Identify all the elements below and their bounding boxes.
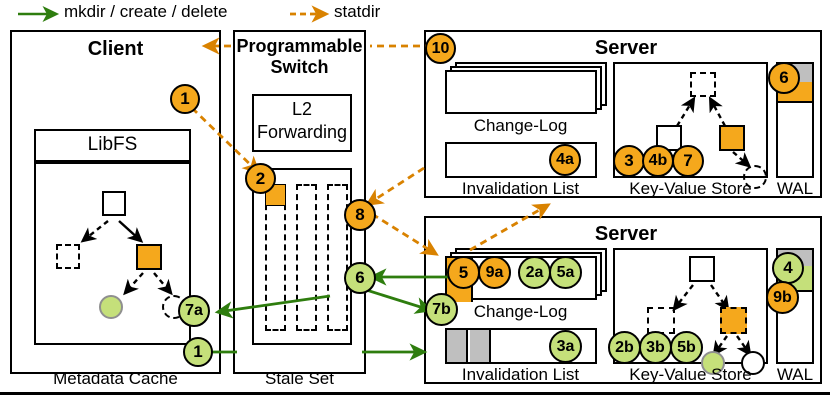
badge-bot-step-9b[interactable]: 9b [766, 281, 799, 314]
badge-bot-step-7b[interactable]: 7b [425, 293, 458, 326]
badge-top-step-3[interactable]: 3 [613, 145, 645, 177]
badge-label: 10 [431, 39, 450, 57]
badge-label: 1 [180, 89, 190, 108]
tree-node-green-circle [99, 295, 123, 319]
badge-label: 5b [677, 338, 696, 356]
bottom-divider [0, 392, 830, 395]
badge-label: 9b [773, 288, 792, 306]
badge-label: 3b [646, 338, 665, 356]
metadata-cache-label: Metadata Cache [53, 369, 178, 388]
client-panel[interactable]: Client LibFS Metadata Cache [10, 30, 221, 388]
kvs-bottom-node-white-circle [741, 351, 765, 375]
legend-label-mkdir: mkdir / create / delete [64, 2, 228, 21]
l2-line2: Forwarding [256, 122, 348, 142]
kvs-bottom-node-orange-square [720, 307, 747, 334]
badge-switch-step-6[interactable]: 6 [344, 262, 376, 294]
badge-label: 6 [779, 68, 789, 87]
tree-node-orange-square [136, 244, 162, 270]
server-bottom-title: Server [594, 223, 658, 245]
invalidation-bottom-label: Invalidation List [461, 365, 580, 384]
l2-line1: L2 [291, 99, 313, 119]
switch-title-line1: Programmable [236, 36, 363, 56]
kvs-top-node-orange-square [719, 125, 745, 151]
badge-label: 6 [355, 268, 365, 287]
badge-top-step-4a[interactable]: 4a [549, 144, 581, 176]
badge-top-step-6[interactable]: 6 [768, 62, 800, 94]
badge-label: 4 [783, 258, 793, 277]
badge-bot-step-5a[interactable]: 5a [549, 256, 582, 289]
kvs-bottom-label: Key-Value Store [629, 365, 752, 384]
legend-label-statdir: statdir [334, 2, 381, 21]
invalidation-bottom-cell-1 [447, 330, 468, 362]
badge-label: 9a [485, 263, 504, 281]
server-top-title: Server [594, 37, 658, 59]
libfs-label: LibFS [87, 134, 138, 155]
changelog-top-label: Change-Log [473, 116, 568, 135]
badge-bot-step-5[interactable]: 5 [447, 256, 480, 289]
badge-label: 3 [624, 151, 634, 170]
libfs-box[interactable]: LibFS [34, 129, 191, 162]
badge-label: 2b [615, 338, 634, 356]
invalidation-bottom-cell-2 [470, 330, 491, 362]
badge-label: 5 [458, 262, 469, 282]
badge-label: 5a [556, 263, 575, 281]
badge-switch-step-8[interactable]: 8 [344, 199, 376, 231]
wal-top-label: WAL [776, 179, 814, 198]
switch-panel[interactable]: Programmable Switch L2 Forwarding Stale … [233, 30, 366, 388]
badge-bot-step-9a[interactable]: 9a [478, 256, 511, 289]
legend-arrows [18, 5, 330, 23]
badge-client-step-7a[interactable]: 7a [178, 295, 210, 327]
stale-set-box[interactable] [252, 168, 352, 345]
badge-bot-step-3a[interactable]: 3a [549, 330, 582, 363]
metadata-cache-tree-box[interactable] [34, 162, 191, 345]
badge-label: 7b [432, 300, 451, 318]
kvs-top-tree-edges [675, 96, 752, 168]
client-title: Client [87, 38, 144, 60]
kvs-bottom-tree-edges [672, 284, 752, 357]
badge-bot-step-4[interactable]: 4 [772, 252, 804, 284]
kvs-bottom-node-green-circle [701, 351, 725, 375]
kvs-top-label: Key-Value Store [629, 179, 752, 198]
badge-label: 7a [185, 302, 203, 319]
stale-set-slot-2[interactable] [296, 184, 317, 331]
kvs-top-node-root-dashed [690, 72, 716, 97]
changelog-top-sheet1[interactable] [445, 70, 597, 114]
badge-top-step-7[interactable]: 7 [672, 145, 704, 177]
badge-bot-step-5b[interactable]: 5b [670, 331, 703, 364]
badge-label: 1 [193, 342, 203, 361]
changelog-bottom-label: Change-Log [473, 302, 568, 321]
stale-set-label: Stale Set [265, 369, 334, 388]
kvs-top-node-dashed-circle [743, 165, 767, 189]
badge-bot-step-2b[interactable]: 2b [608, 331, 641, 364]
client-tree-edges [80, 220, 173, 296]
badge-switch-step-2[interactable]: 2 [245, 163, 276, 194]
badge-label: 4a [556, 151, 574, 168]
wal-bottom-label: WAL [776, 365, 814, 384]
switch-title-line2: Switch [270, 57, 329, 77]
badge-client-step-1-green[interactable]: 1 [183, 337, 213, 367]
badge-label: 2 [255, 168, 266, 188]
badge-top-step-4b[interactable]: 4b [642, 145, 674, 177]
badge-label: 3a [556, 337, 575, 355]
badge-bot-step-3b[interactable]: 3b [639, 331, 672, 364]
tree-node-dashed-square [56, 244, 80, 269]
badge-label: 8 [355, 205, 365, 224]
badge-top-step-10[interactable]: 10 [425, 33, 456, 64]
tree-node-root [102, 191, 126, 216]
legend: mkdir / create / delete statdir [0, 0, 830, 28]
badge-bot-step-2a[interactable]: 2a [518, 256, 551, 289]
badge-label: 4b [648, 152, 668, 169]
invalidation-top-label: Invalidation List [461, 179, 580, 198]
kvs-bottom-node-root [689, 256, 715, 282]
stale-set-slot-3[interactable] [327, 184, 348, 331]
badge-client-step-1[interactable]: 1 [170, 84, 200, 114]
badge-label: 7 [683, 151, 693, 170]
badge-label: 2a [525, 263, 544, 281]
l2-forwarding-box[interactable]: L2 Forwarding [252, 94, 352, 152]
